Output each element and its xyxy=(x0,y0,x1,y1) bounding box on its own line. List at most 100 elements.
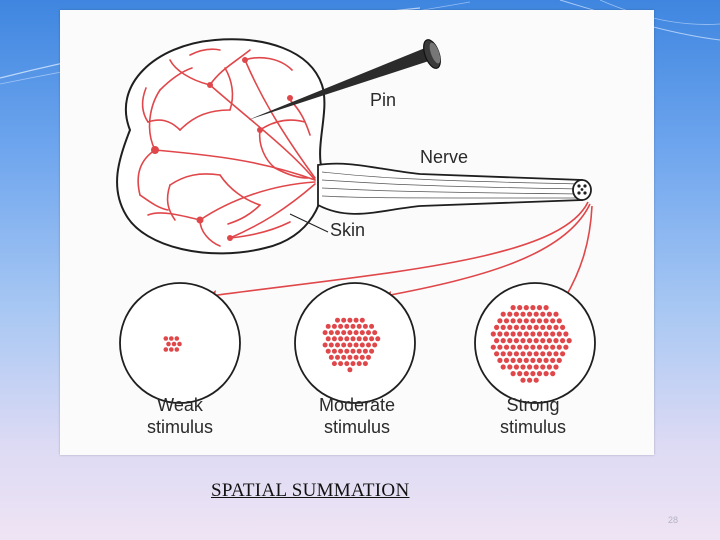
firing-fiber-dot xyxy=(500,324,506,330)
firing-fiber-dot xyxy=(335,354,340,360)
firing-fiber-dot xyxy=(490,344,496,350)
firing-fiber-dot xyxy=(510,344,516,350)
firing-fiber-dot xyxy=(550,331,556,337)
firing-fiber-dot xyxy=(540,311,546,317)
firing-fiber-dot xyxy=(556,331,562,337)
firing-fiber-dot xyxy=(344,348,350,354)
pin-icon xyxy=(248,39,441,120)
firing-fiber-dot xyxy=(517,318,523,324)
firing-fiber-dot xyxy=(517,357,523,363)
firing-fiber-dot xyxy=(171,341,177,347)
firing-fiber-dot xyxy=(347,354,353,360)
firing-fiber-dot xyxy=(344,323,350,329)
moderate-label-line1: Moderate xyxy=(319,395,395,415)
firing-fiber-dot xyxy=(517,371,523,377)
firing-fiber-dot xyxy=(533,377,539,383)
firing-fiber-dot xyxy=(347,367,353,373)
firing-fiber-dot xyxy=(546,338,552,344)
firing-fiber-dot xyxy=(494,324,500,330)
firing-fiber-dot xyxy=(328,354,334,360)
firing-fiber-dot xyxy=(523,344,529,350)
firing-fiber-dot xyxy=(366,330,371,336)
firing-fiber-dot xyxy=(500,351,506,357)
firing-fiber-dot xyxy=(338,336,344,342)
strong-label-line2: stimulus xyxy=(500,417,566,437)
firing-fiber-dot xyxy=(536,371,543,377)
firing-fiber-dot xyxy=(362,323,368,329)
firing-fiber-dot xyxy=(335,317,340,323)
firing-fiber-dot xyxy=(536,318,543,324)
firing-fiber-dot xyxy=(369,336,375,342)
firing-fiber-dot xyxy=(341,330,347,336)
slide-number: 28 xyxy=(668,515,679,525)
firing-fiber-dot xyxy=(344,361,350,367)
firing-fiber-dot xyxy=(331,361,337,367)
firing-fiber-dot xyxy=(543,371,549,377)
firing-fiber-dot xyxy=(536,344,543,350)
firing-fiber-dot xyxy=(325,348,331,354)
firing-fiber-dot xyxy=(530,305,536,311)
firing-fiber-dot xyxy=(533,351,539,357)
firing-fiber-dot xyxy=(353,317,359,323)
firing-fiber-dot xyxy=(520,377,526,383)
receptor-endings xyxy=(151,57,293,241)
firing-fiber-dot xyxy=(553,338,559,344)
firing-fiber-dot xyxy=(517,305,523,311)
strong-label-line1: Strong xyxy=(506,395,559,415)
firing-fiber-dot xyxy=(322,342,328,348)
firing-fiber-dot xyxy=(527,377,533,383)
firing-fiber-dot xyxy=(169,347,174,352)
firing-fiber-dot xyxy=(335,342,340,348)
strong-stimulus-response xyxy=(474,282,596,404)
firing-fiber-dot xyxy=(325,336,331,342)
firing-fiber-dot xyxy=(344,336,350,342)
skin-leader-line xyxy=(289,213,329,233)
firing-fiber-dot xyxy=(550,318,556,324)
firing-fiber-dot xyxy=(550,357,556,363)
firing-fiber-dot xyxy=(372,342,378,348)
firing-fiber-dot xyxy=(510,371,516,377)
firing-fiber-dot xyxy=(366,342,371,348)
firing-fiber-dot xyxy=(536,305,543,311)
firing-fiber-dot xyxy=(530,331,536,337)
pin-label: Pin xyxy=(370,90,396,110)
firing-fiber-dot xyxy=(566,338,572,344)
firing-fiber-dot xyxy=(341,342,347,348)
firing-fiber-dot xyxy=(163,347,169,352)
firing-fiber-dot xyxy=(553,351,559,357)
firing-fiber-dot xyxy=(513,364,519,370)
firing-fiber-dot xyxy=(507,351,513,357)
firing-fiber-dot xyxy=(543,305,549,311)
firing-fiber-dot xyxy=(513,338,519,344)
firing-fiber-dot xyxy=(494,351,500,357)
firing-fiber-dot xyxy=(527,311,533,317)
firing-fiber-dot xyxy=(503,357,510,363)
firing-fiber-dot xyxy=(347,342,353,348)
weak-stimulus-response xyxy=(119,282,241,404)
firing-fiber-dot xyxy=(353,330,359,336)
firing-fiber-dot xyxy=(503,331,510,337)
firing-fiber-dot xyxy=(347,330,353,336)
firing-fiber-dot xyxy=(341,354,347,360)
firing-fiber-dot xyxy=(510,357,516,363)
firing-fiber-dot xyxy=(350,361,356,367)
firing-fiber-dot xyxy=(556,344,562,350)
firing-fiber-dot xyxy=(500,338,506,344)
firing-fiber-dot xyxy=(556,318,562,324)
firing-fiber-dot xyxy=(338,323,344,329)
firing-fiber-dot xyxy=(497,357,503,363)
firing-fiber-dot xyxy=(359,342,365,348)
firing-fiber-dot xyxy=(356,348,362,354)
weak-label-line1: Weak xyxy=(157,395,204,415)
firing-fiber-dot xyxy=(543,331,549,337)
firing-fiber-dot xyxy=(510,331,516,337)
firing-fiber-dot xyxy=(546,311,552,317)
moderate-label-line2: stimulus xyxy=(324,417,390,437)
firing-fiber-dot xyxy=(527,338,533,344)
firing-fiber-dot xyxy=(563,344,569,350)
firing-fiber-dot xyxy=(353,342,359,348)
firing-fiber-dot xyxy=(174,347,180,352)
firing-fiber-dot xyxy=(540,351,546,357)
firing-fiber-dot xyxy=(359,317,365,323)
firing-fiber-dot xyxy=(500,311,506,317)
